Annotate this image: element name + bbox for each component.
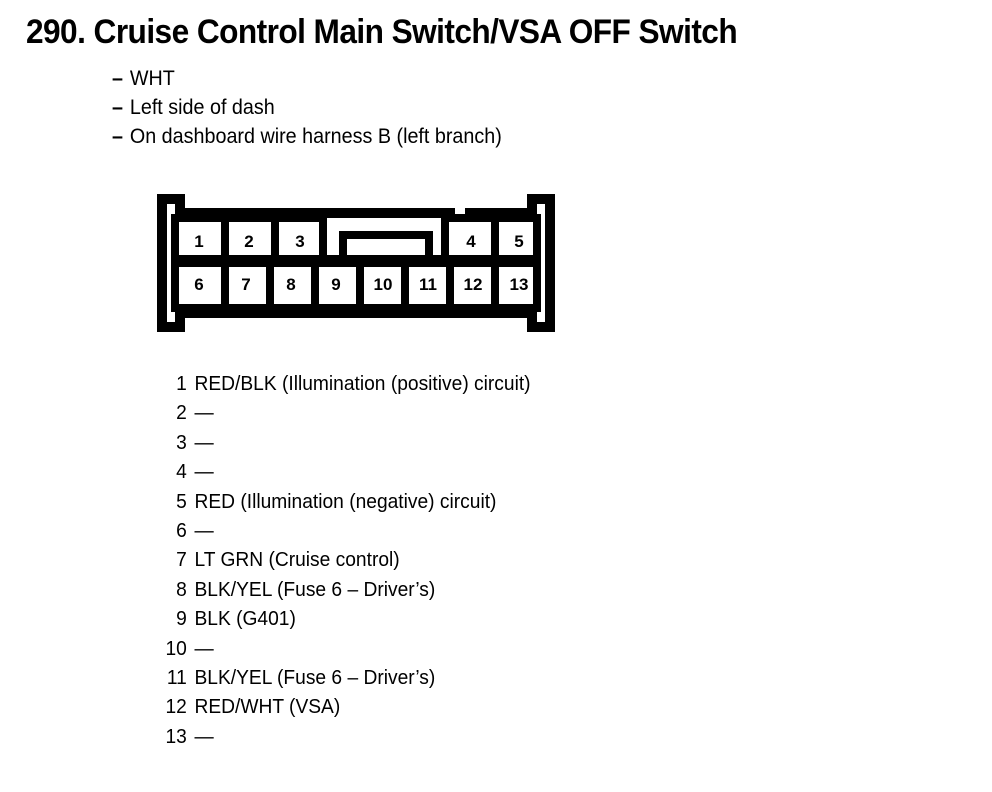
pin-description: BLK/YEL (Fuse 6 – Driver’s) [194,578,436,601]
pin-number: 9 [176,608,187,631]
bottom-row-divider-1 [221,259,229,308]
connector-cell-4: 4 [466,232,476,251]
attribute-text: On dashboard wire harness B (left branch… [129,125,502,148]
pin-description: RED/WHT (VSA) [194,696,341,719]
pin-number: 13 [165,725,187,748]
pin-number: 12 [165,696,187,719]
pin-row: 2— [158,399,531,428]
attribute-row-harness: –On dashboard wire harness B (left branc… [112,122,502,151]
connector-cell-13: 13 [510,275,529,294]
pin-description: BLK (G401) [194,608,296,631]
pin-description: — [194,431,214,454]
page-title: 290. Cruise Control Main Switch/VSA OFF … [26,13,738,51]
connector-cell-2: 2 [244,232,253,251]
pin-row: 7 LT GRN (Cruise control) [158,546,531,575]
pin-description: RED (Illumination (negative) circuit) [194,490,497,513]
pin-row: 1 RED/BLK (Illumination (positive) circui… [158,370,531,399]
pin-number: 5 [176,490,187,513]
pin-description: LT GRN (Cruise control) [194,549,400,572]
pin-row: 5 RED (Illumination (negative) circuit) [158,488,531,517]
connector-cell-5: 5 [514,232,523,251]
pin-number: 4 [176,461,187,484]
pin-description: — [194,725,214,748]
pin-number: 10 [165,637,187,660]
connector-cell-12: 12 [464,275,483,294]
pin-number: 7 [176,549,187,572]
connector-cell-9: 9 [331,275,340,294]
pin-number: 1 [176,373,187,395]
bottom-row-divider-6 [446,259,454,308]
attribute-text: WHT [129,67,175,90]
pin-row: 12 RED/WHT (VSA) [158,693,531,722]
pin-description: — [194,461,214,484]
connector-cell-3: 3 [295,232,304,251]
pin-row: 3— [158,429,531,458]
pin-number: 2 [176,402,187,425]
bottom-row-divider-3 [311,259,319,308]
bullet-dash-icon: – [112,125,123,148]
pin-description: RED/BLK (Illumination (positive) circuit… [194,373,531,395]
connector-attribute-list: –WHT –Left side of dash –On dashboard wi… [112,64,502,151]
connector-cell-1: 1 [194,232,203,251]
bottom-row-divider-7 [491,259,499,308]
top-row-divider-3 [491,218,499,263]
pin-number: 3 [176,431,187,454]
pin-row: 9 BLK (G401) [158,605,531,634]
top-row-divider-2 [271,218,279,263]
bottom-row-divider-2 [266,259,274,308]
top-row-divider-1 [221,218,229,263]
pin-description: BLK/YEL (Fuse 6 – Driver’s) [194,666,436,689]
pin-description-list: 1 RED/BLK (Illumination (positive) circui… [158,370,531,752]
bottom-row-divider-5 [401,259,409,308]
bottom-row-divider-4 [356,259,364,308]
pin-row: 4— [158,458,531,487]
pin-row: 11 BLK/YEL (Fuse 6 – Driver’s) [158,664,531,693]
connector-cell-8: 8 [286,275,295,294]
pin-row: 8 BLK/YEL (Fuse 6 – Driver’s) [158,576,531,605]
pin-row: 6— [158,517,531,546]
connector-cell-11: 11 [419,275,437,294]
connector-svg: 1 2 3 4 5 6 7 8 9 10 11 12 13 [157,194,555,332]
bullet-dash-icon: – [112,67,123,90]
pin-number: 8 [176,578,187,601]
connector-cell-6: 6 [194,275,203,294]
pin-number: 6 [176,519,187,542]
pin-description: — [194,402,214,425]
connector-cell-10: 10 [374,275,393,294]
pin-row: 13 — [158,723,531,752]
connector-cell-7: 7 [241,275,250,294]
attribute-text: Left side of dash [129,96,275,119]
pin-number: 11 [166,666,187,689]
pin-description: — [194,637,214,660]
pin-row: 10 — [158,635,531,664]
pin-description: — [194,519,214,542]
attribute-row-location: –Left side of dash [112,93,502,122]
bullet-dash-icon: – [112,96,123,119]
attribute-row-wire-color: –WHT [112,64,502,93]
connector-pinout-diagram: 1 2 3 4 5 6 7 8 9 10 11 12 13 [155,192,565,334]
